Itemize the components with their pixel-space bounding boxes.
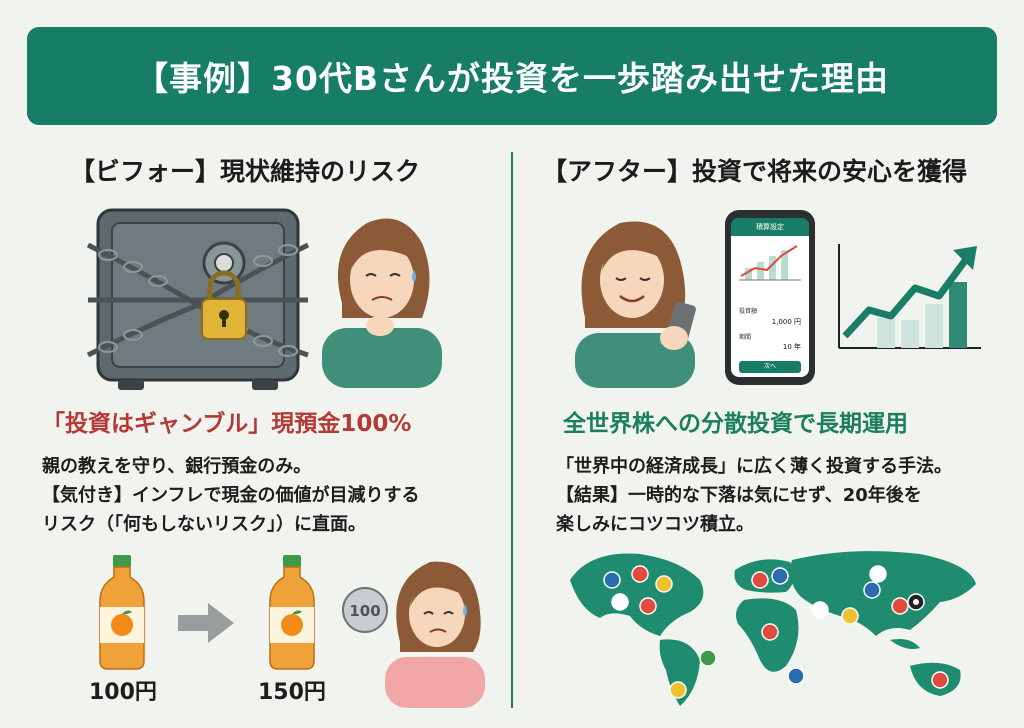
juice-bottle-icon bbox=[269, 555, 315, 670]
coin-icon: 100 bbox=[342, 587, 388, 633]
juice-bottle-icon bbox=[99, 555, 145, 670]
phone-row2-value: 10 年 bbox=[782, 343, 801, 351]
phone-chart bbox=[739, 245, 801, 281]
phone-row1-label: 投資額 bbox=[739, 308, 758, 315]
phone-row1-value: 1,000 円 bbox=[771, 318, 801, 326]
smiling-woman-icon bbox=[575, 221, 696, 388]
after-headline: 全世界株への分散投資で長期運用 bbox=[563, 411, 908, 437]
title-banner: 【事例】30代Bさんが投資を一歩踏み出せた理由 bbox=[27, 27, 997, 125]
smartphone-icon: 積算設定 投資額 1,000 円 期間 10 年 次へ bbox=[725, 210, 815, 385]
locked-safe-icon bbox=[86, 208, 310, 390]
after-line-3: 楽しみにコツコツ積立。 bbox=[556, 514, 754, 535]
after-title: 【アフター】投資で将来の安心を獲得 bbox=[542, 157, 968, 186]
apple-logo-icon bbox=[913, 599, 919, 605]
world-map-icon bbox=[570, 551, 976, 706]
worried-woman-bottom-icon bbox=[385, 561, 485, 708]
phone-screen: 積算設定 投資額 1,000 円 期間 10 年 次へ bbox=[731, 218, 809, 377]
phone-row2-label: 期間 bbox=[739, 334, 752, 341]
page-title: 【事例】30代Bさんが投資を一歩踏み出せた理由 bbox=[134, 59, 890, 98]
growth-chart-icon bbox=[838, 244, 981, 349]
after-description: 「世界中の経済成長」に広く薄く投資する手法。 【結果】一時的な下落は気にせず、2… bbox=[556, 452, 952, 539]
after-line-1: 「世界中の経済成長」に広く薄く投資する手法。 bbox=[556, 456, 952, 477]
coin-text: 100 bbox=[349, 602, 380, 620]
before-line-1: 親の教えを守り、銀行預金のみ。 bbox=[42, 456, 312, 477]
price-after: 150円 bbox=[258, 680, 326, 705]
before-headline: 「投資はギャンブル」現預金100% bbox=[42, 411, 412, 437]
before-line-2: 【気付き】インフレで現金の価値が目減りする bbox=[42, 485, 420, 506]
before-description: 親の教えを守り、銀行預金のみ。 【気付き】インフレで現金の価値が目減りする リス… bbox=[42, 452, 419, 539]
arrow-right-icon bbox=[178, 603, 234, 643]
phone-next-button[interactable]: 次へ bbox=[739, 361, 801, 373]
before-line-3: リスク（「何もしないリスク」）に直面。 bbox=[42, 514, 366, 535]
phone-header: 積算設定 bbox=[731, 218, 809, 236]
after-line-2: 【結果】一時的な下落は気にせず、20年後を bbox=[556, 485, 922, 506]
price-before: 100円 bbox=[89, 680, 157, 705]
column-divider bbox=[511, 152, 513, 708]
worried-woman-icon bbox=[322, 218, 442, 388]
before-title: 【ビフォー】現状維持のリスク bbox=[70, 157, 421, 186]
